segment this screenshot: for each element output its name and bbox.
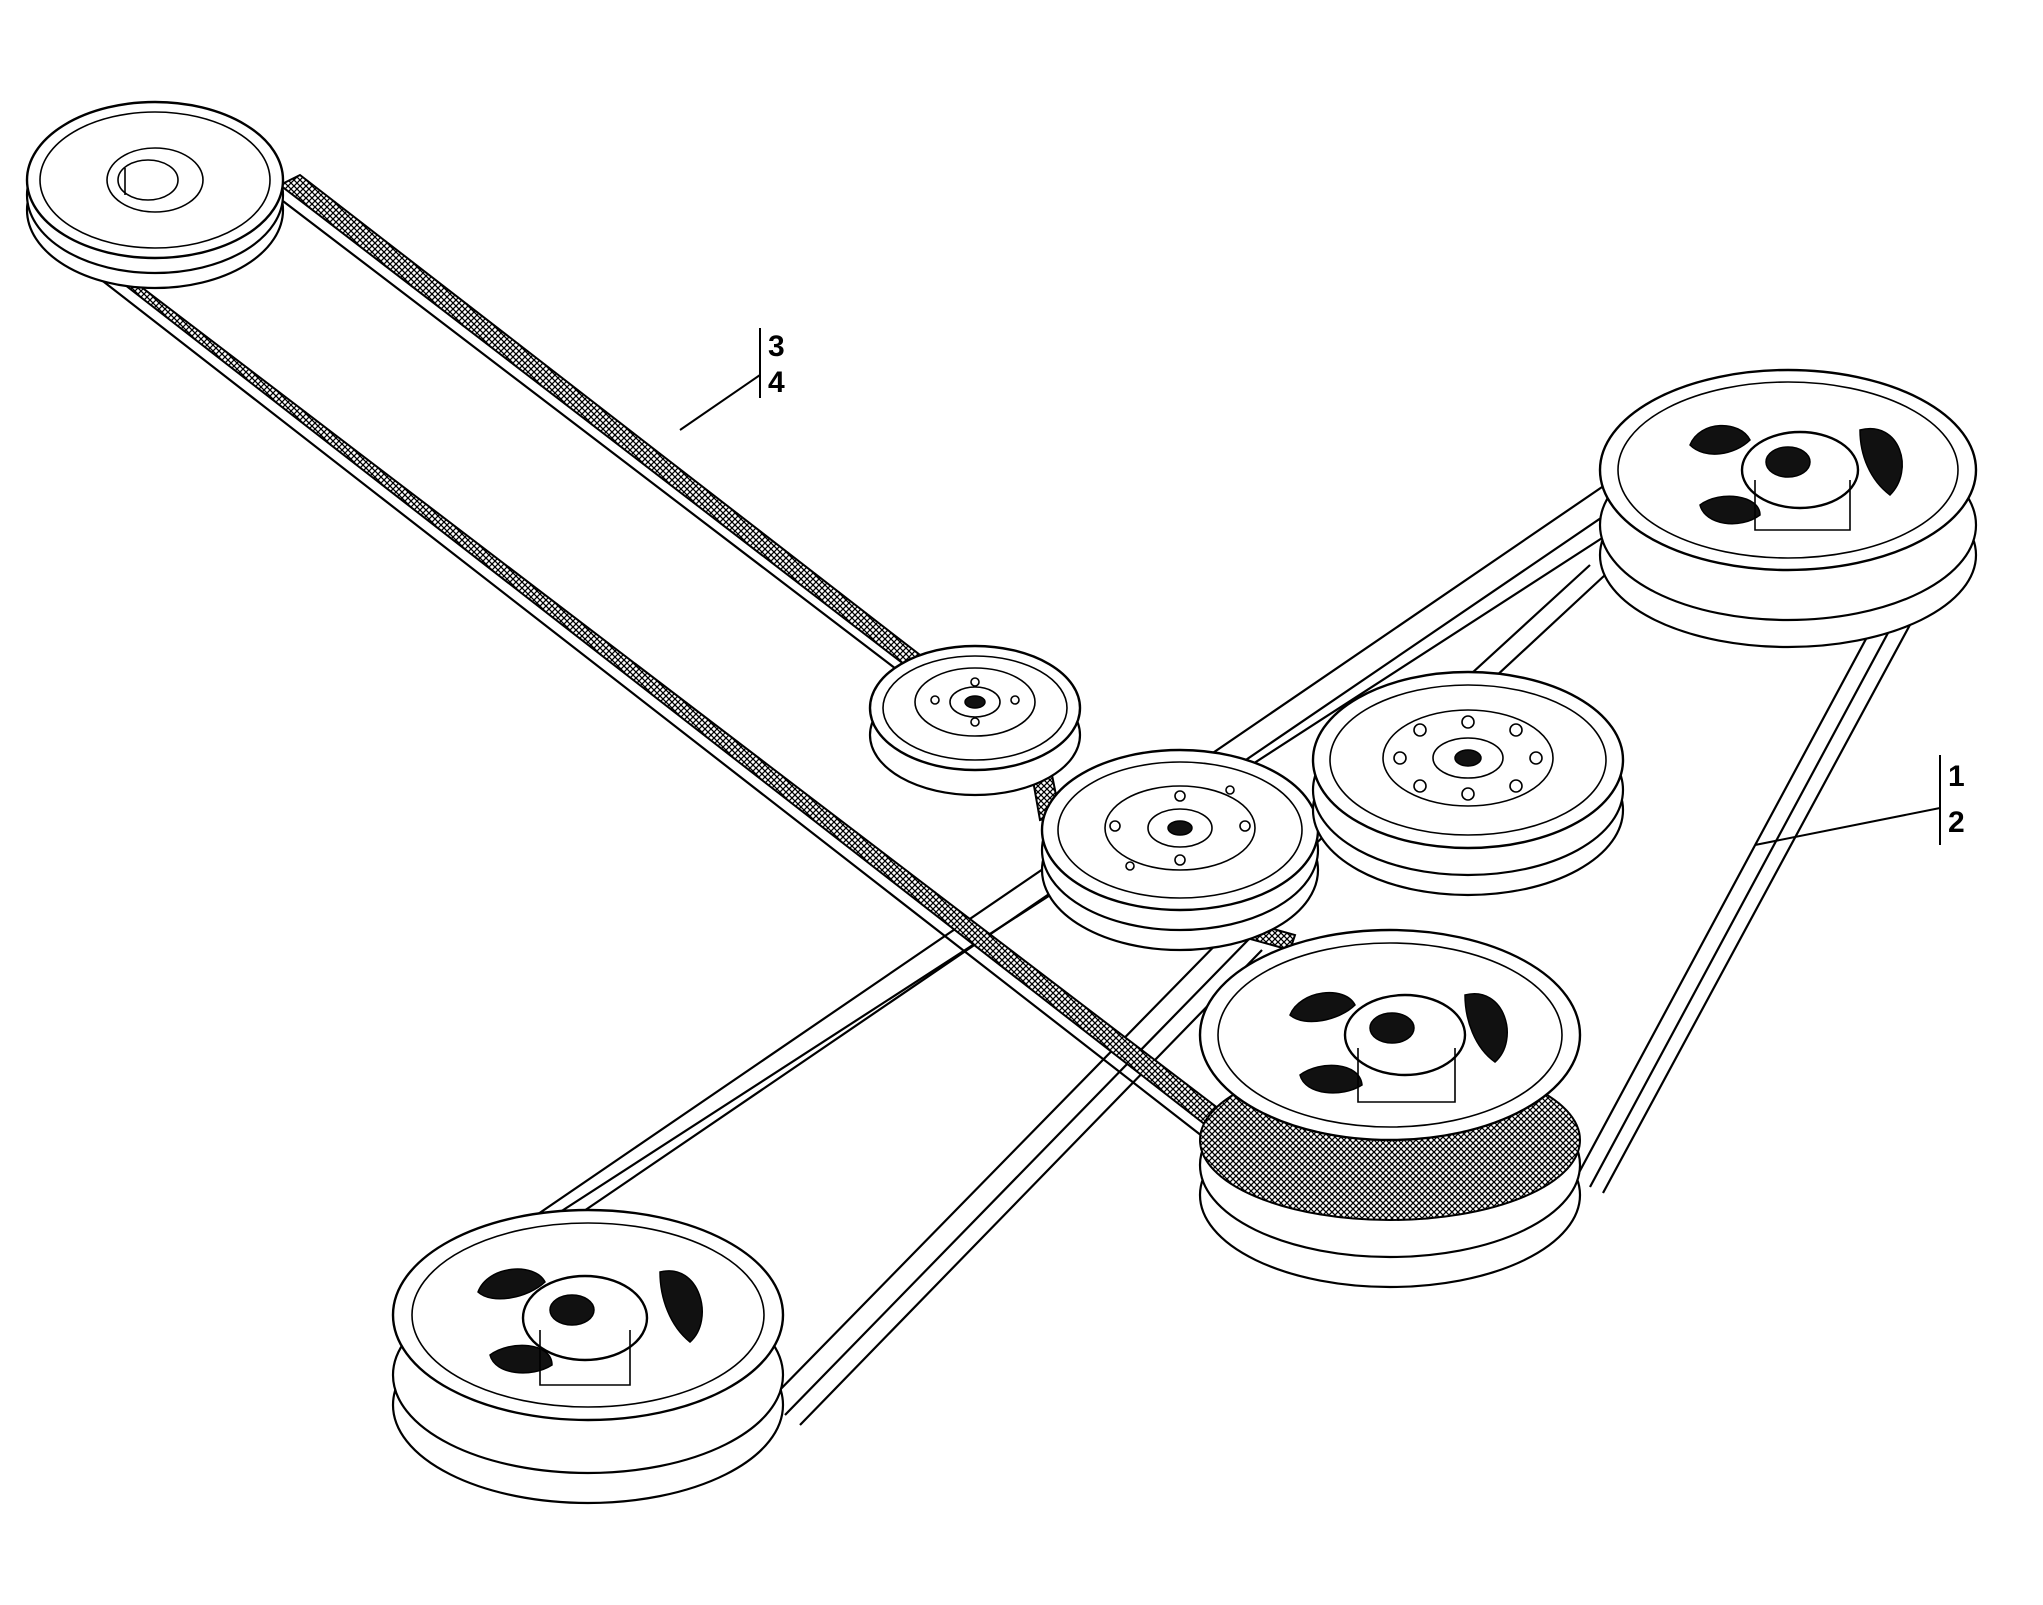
pulley-upper-right — [1598, 368, 1978, 649]
pulley-idler-middle — [1040, 748, 1320, 952]
pulley-idler-right — [1311, 670, 1625, 897]
callout-1-2: 1 2 — [1754, 755, 1965, 846]
pulley-idler-top — [868, 644, 1082, 797]
callout-number-1: 1 — [1948, 760, 1965, 793]
callout-number-3: 3 — [768, 330, 785, 363]
callout-number-2: 2 — [1948, 806, 1965, 839]
pulley-bottom-left — [391, 1208, 785, 1505]
callout-number-4: 4 — [768, 366, 785, 399]
callout-3-4: 3 4 — [679, 328, 785, 431]
pulley-top-left — [25, 100, 285, 290]
pulley-lower-right — [1198, 928, 1582, 1289]
upper-belt — [34, 173, 1297, 1151]
